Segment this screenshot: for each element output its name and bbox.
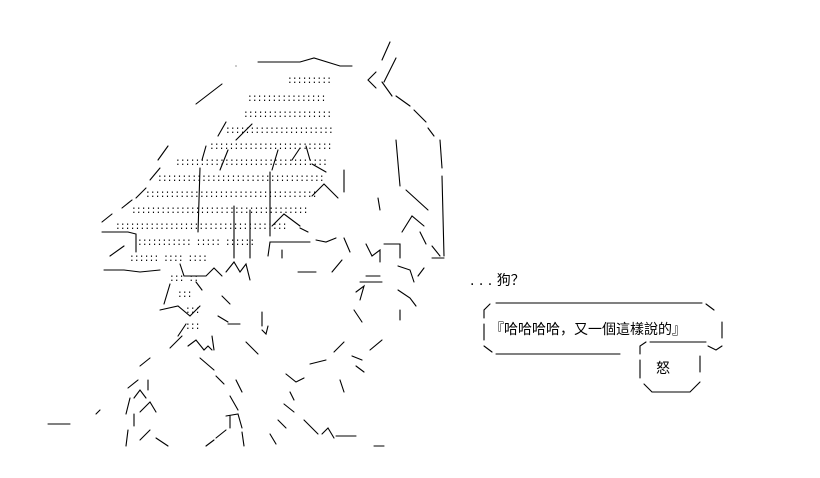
question-text: . . . 狗？ <box>470 273 525 289</box>
svg-text:::::::::::::::::::::::::::::::: :::::::::::::::::::::::::::::::::::: <box>132 203 309 216</box>
hair-shading: ::::::::: :::::::::::::::: :::::::::::::… <box>116 73 334 332</box>
hair-outline <box>101 41 445 273</box>
svg-text::::::: :::: ::::: :::::: :::: :::: <box>130 251 208 264</box>
svg-text::::::::::: ::::::::: <box>288 73 332 86</box>
svg-text::::::::::::::::::::::::::: ::::::::::::::::::::::::: <box>210 139 333 152</box>
svg-text:::::::::::::::::::::::::::::::: ::::::::::::::::::::::::::::::::::: <box>146 187 318 200</box>
svg-text::::: ::: <box>186 319 201 332</box>
svg-text::::: ::: <box>178 287 193 300</box>
face-features <box>267 213 445 283</box>
svg-text:::::::::::::::::::::::::::::::: :::::::::::::::::::::::::::::::::: <box>158 171 325 184</box>
svg-text:::::::::::: ::::: ::::::: ::::::::::: ::::: :::::: <box>138 235 255 248</box>
shout-text: 『哈哈哈哈，又一個這樣說的』 <box>490 322 686 338</box>
svg-text:::::::::::::::::::::::::::::::: ::::::::::::::::::::::::::::::: <box>176 155 328 168</box>
svg-text::::: ::: <box>186 303 201 316</box>
svg-text:::::::::::::::::::: :::::::::::::::::: <box>244 107 332 120</box>
reaction-text: 怒 <box>656 361 670 377</box>
svg-text:::: ::: ::: :: <box>170 271 199 284</box>
svg-text:::::::::::::::::::::::: :::::::::::::::::::::: <box>226 123 334 136</box>
svg-text:::::::::::::::::::::::::::::::: ::::::::::::::::::::::::::::::::::: <box>116 219 288 232</box>
svg-text:::::::::::::::::: :::::::::::::::: <box>248 91 327 104</box>
body-outline <box>47 261 417 447</box>
